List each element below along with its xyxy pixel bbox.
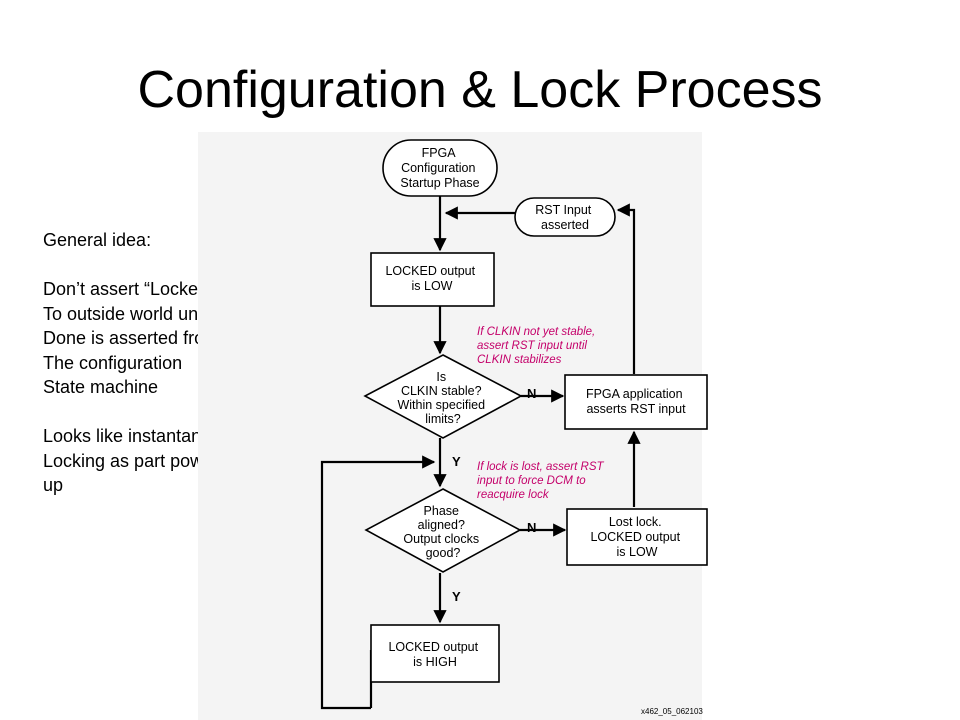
page-title: Configuration & Lock Process <box>137 61 823 119</box>
notes-line: Looks like instantaneous <box>43 426 241 446</box>
general-idea-notes: General idea: Don’t assert “Locked” To o… <box>43 228 323 498</box>
locked-high-box <box>370 624 500 683</box>
note-clkin-stability: If CLKIN not yet stable, assert RST inpu… <box>477 326 598 366</box>
app-rst-box <box>564 374 708 430</box>
notes-line: up <box>43 475 64 495</box>
clkin-decision-label: Is CLKIN stable? Within specified limits… <box>397 370 488 426</box>
app-rst-label: FPGA application asserts RST input <box>586 387 686 416</box>
lost-lock-label: Lost lock. LOCKED output is LOW <box>590 515 683 559</box>
connector-lines <box>320 196 641 710</box>
clkin-decision <box>363 354 523 439</box>
locked-low-box <box>370 252 495 307</box>
start-terminator <box>382 139 498 197</box>
note-lock-lost: If lock is lost, assert RST input to for… <box>477 461 607 501</box>
arrow-monitor-loop <box>320 455 436 710</box>
phase-decision-label: Phase aligned? Output clocks good? <box>403 504 482 560</box>
rst-input-terminator <box>514 197 616 237</box>
label-no-phase: N <box>527 520 536 535</box>
rst-input-label: RST Input asserted <box>535 203 595 232</box>
notes-line: State machine <box>43 377 159 397</box>
locked-low-label: LOCKED output is LOW <box>385 264 478 293</box>
notes-line: The configuration <box>43 352 183 373</box>
start-label: FPGA Configuration Startup Phase <box>400 146 479 190</box>
lost-lock-box <box>566 508 708 566</box>
notes-line: Locking as part powers <box>43 450 229 471</box>
notes-line: To outside world until <box>43 303 212 324</box>
notes-heading: General idea: <box>43 230 152 250</box>
arrow-app-to-rst <box>616 203 636 374</box>
figure-id: x462_05_062103 <box>641 707 703 716</box>
label-yes-phase: Y <box>452 589 461 604</box>
notes-line: Don’t assert “Locked” <box>43 279 215 299</box>
phase-decision <box>364 488 522 573</box>
locked-high-label: LOCKED output is HIGH <box>388 640 481 669</box>
label-yes-clkin: Y <box>452 454 461 469</box>
label-no-clkin: N <box>527 386 536 401</box>
notes-line: Done is asserted from <box>43 328 220 348</box>
